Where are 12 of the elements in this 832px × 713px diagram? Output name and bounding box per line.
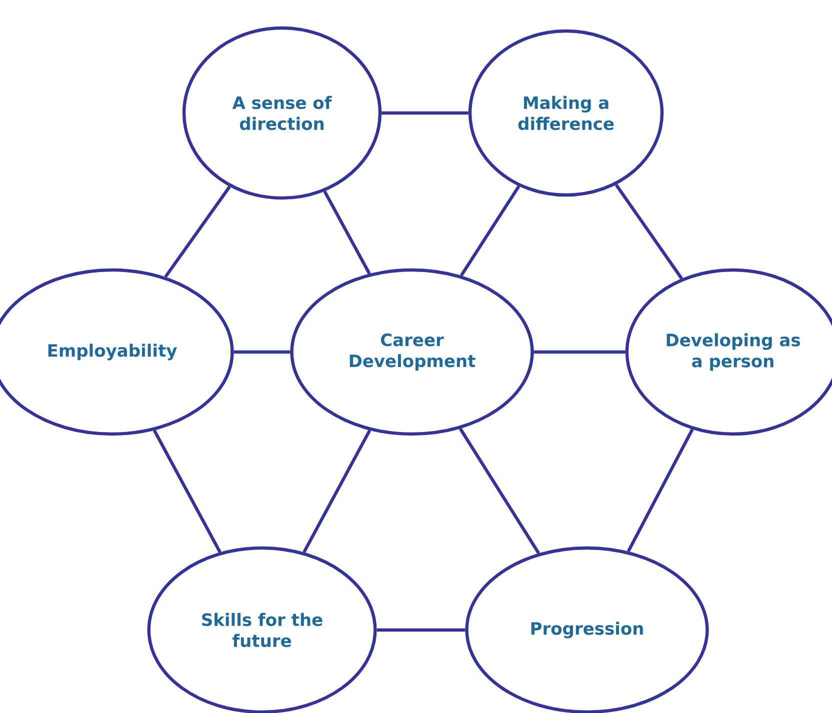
connector-line (458, 428, 540, 554)
connector-line (534, 350, 626, 354)
connector-line (614, 184, 683, 280)
connector-line (460, 185, 520, 276)
connector-line (234, 350, 290, 354)
connector-line (164, 186, 231, 278)
connector-line (302, 430, 372, 553)
connector-line (626, 428, 694, 552)
connector-line (152, 430, 222, 553)
connector-line (376, 628, 466, 632)
connector-line (382, 111, 468, 115)
connector-line (323, 190, 371, 274)
